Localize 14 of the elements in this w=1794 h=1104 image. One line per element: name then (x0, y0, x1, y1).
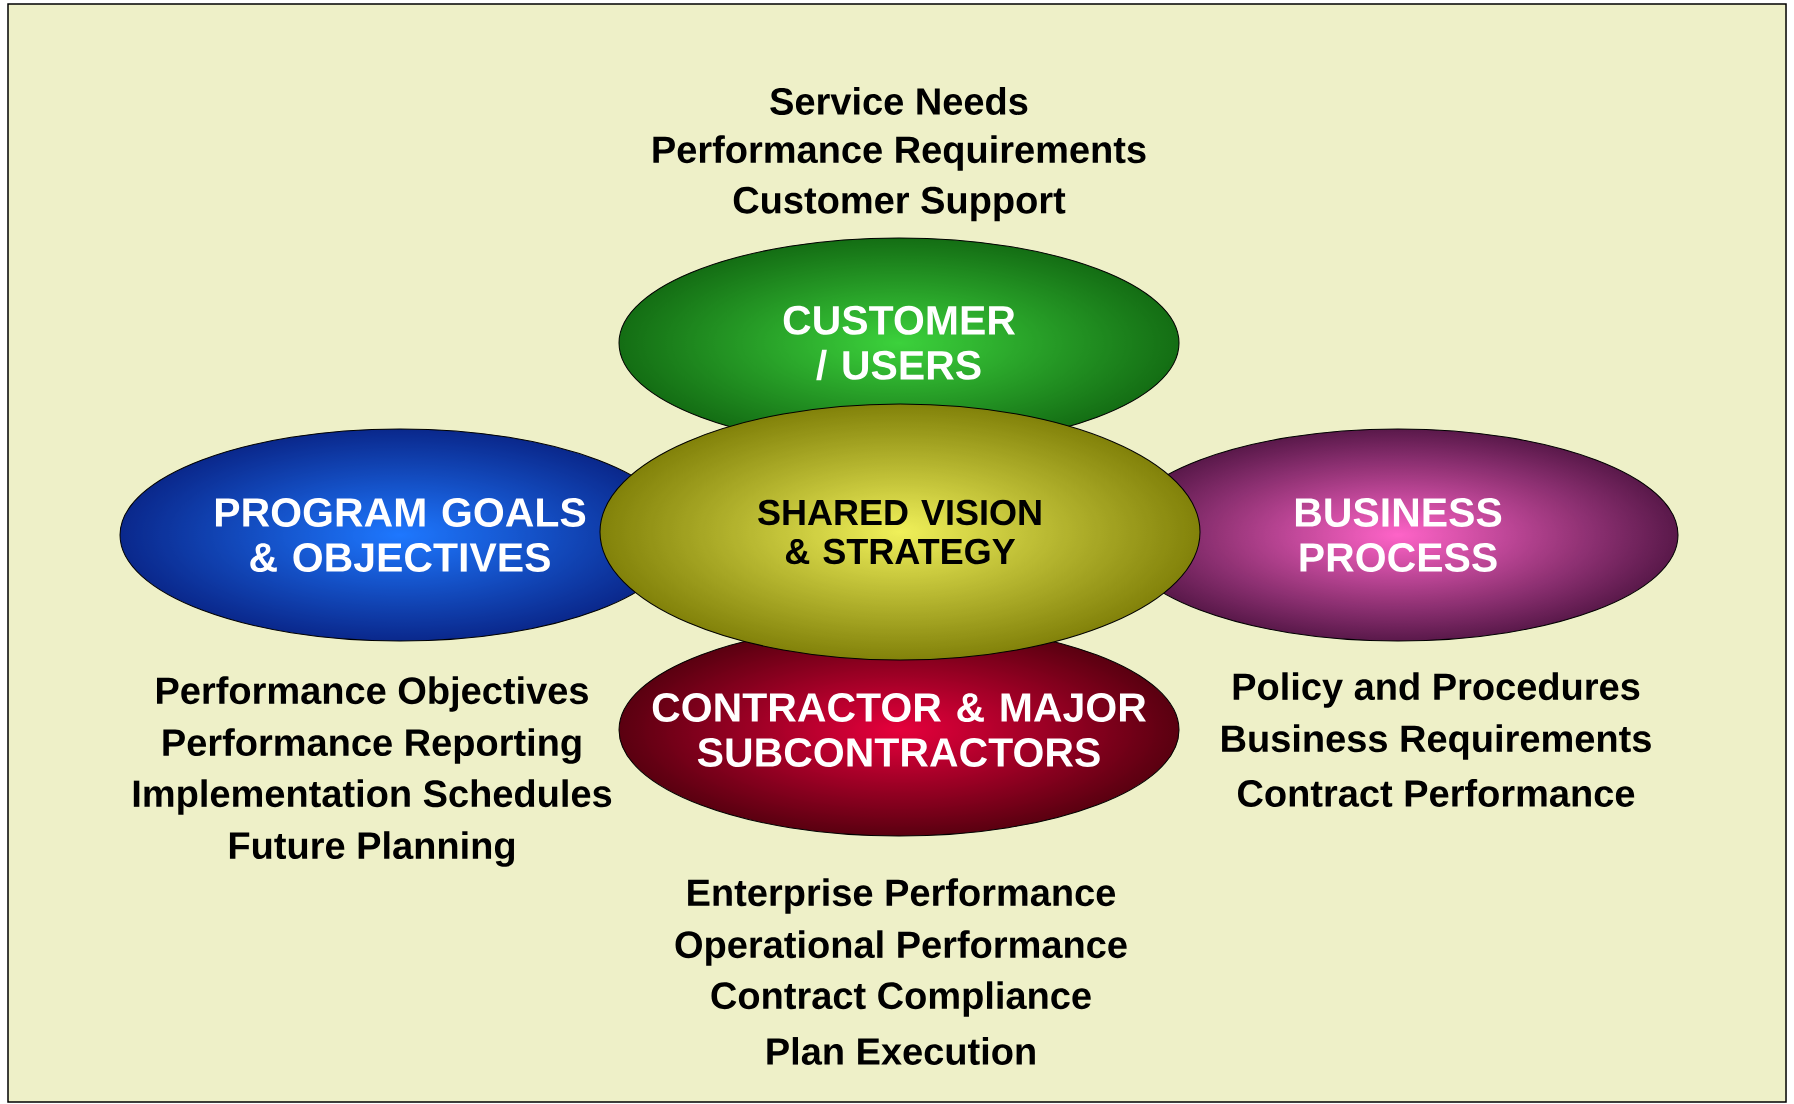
annotation-text: Performance Requirements (653, 135, 1146, 171)
annotation-text: Plan Execution (767, 1037, 1035, 1065)
annotation-text: Policy and Procedures (1233, 672, 1640, 708)
annotation-text: Customer Support (733, 186, 1066, 222)
annotation-text: Performance Objectives (157, 676, 588, 712)
annotation-text: Performance Reporting (163, 728, 581, 764)
annotation-text: Implementation Schedules (133, 779, 612, 815)
annotation-text: Operational Performance (675, 930, 1127, 966)
annotation-text: Enterprise Performance (688, 878, 1116, 914)
annotation-text: Business Requirements (1222, 724, 1651, 760)
annotation-text: Service Needs (770, 87, 1028, 115)
annotation-text: Contract Compliance (711, 981, 1091, 1017)
annotation-text: Future Planning (229, 831, 515, 867)
annotation-text: Contract Performance (1238, 779, 1635, 807)
